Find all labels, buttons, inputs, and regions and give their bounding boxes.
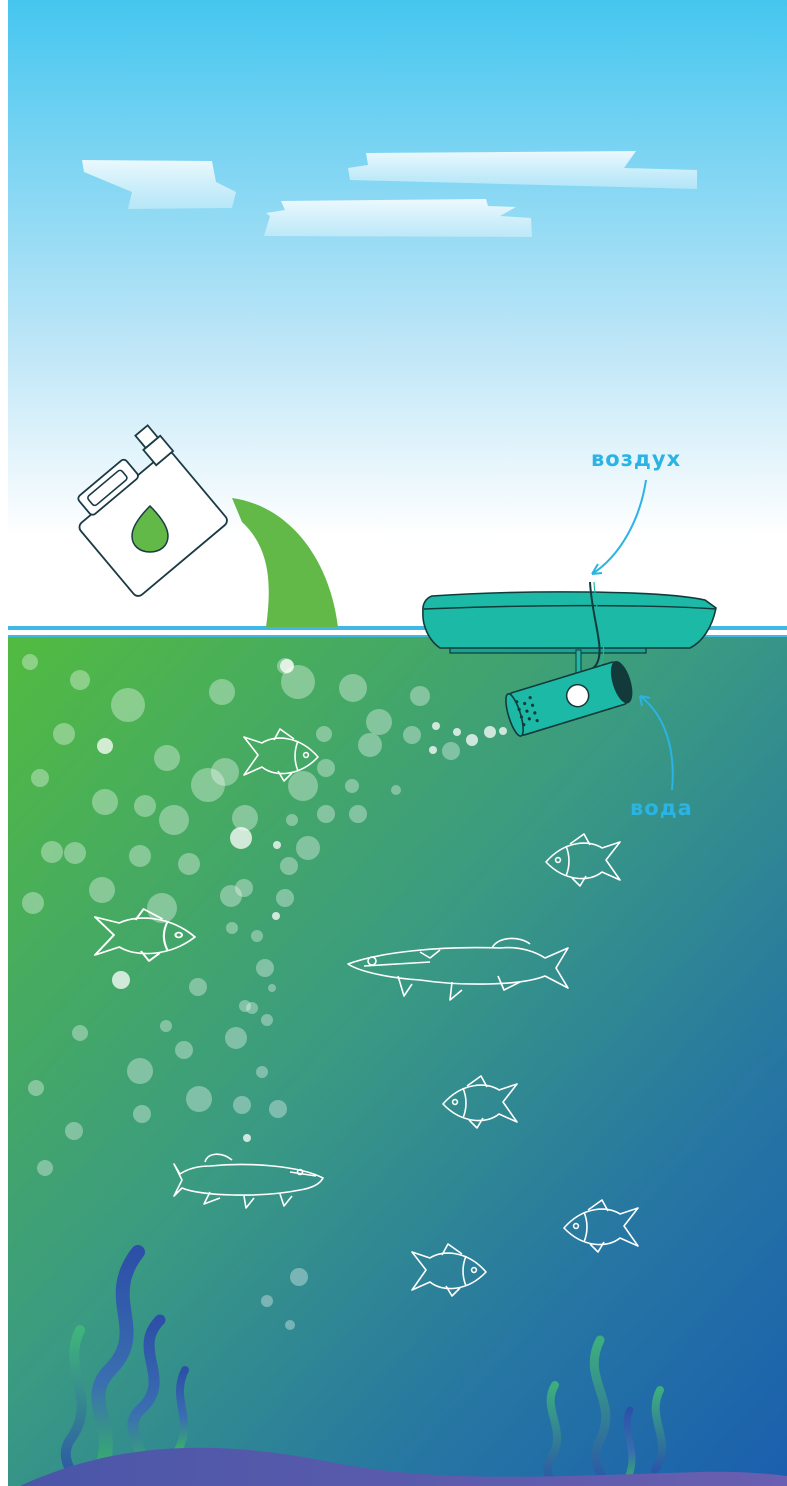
water-label: вода	[630, 796, 693, 820]
air-label: воздух	[591, 447, 681, 471]
